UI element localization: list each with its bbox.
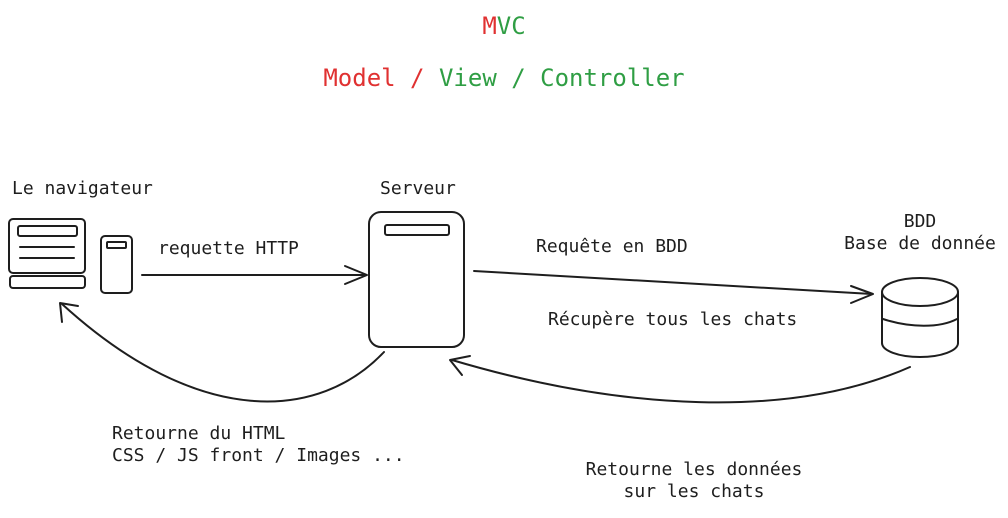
return-data-label-line2: sur les chats xyxy=(623,481,765,502)
subtitle-model: Model xyxy=(323,64,396,92)
subtitle-view: View xyxy=(438,64,497,92)
return-html-arrow xyxy=(59,302,385,403)
http-request-label: requette HTTP xyxy=(158,238,299,259)
mvc-title: MVC xyxy=(404,12,604,40)
server-label: Serveur xyxy=(380,178,456,199)
server-icon xyxy=(368,211,465,348)
return-html-label: Retourne du HTML CSS / JS front / Images… xyxy=(112,423,405,467)
subtitle-sep-2: / xyxy=(496,64,541,92)
return-data-label-line1: Retourne les données xyxy=(585,459,803,480)
return-html-label-line2: CSS / JS front / Images ... xyxy=(112,445,405,466)
db-query-arrow xyxy=(473,270,874,304)
database-label: BDD Base de donnée xyxy=(820,211,1008,255)
return-data-label: Retourne les données sur les chats xyxy=(574,459,814,503)
db-query-label: Requête en BDD xyxy=(536,236,688,257)
http-request-arrow xyxy=(141,265,368,285)
database-icon xyxy=(881,277,959,358)
subtitle-controller: Controller xyxy=(540,64,685,92)
database-label-line2: Base de donnée xyxy=(844,233,996,254)
mvc-title-m: M xyxy=(482,12,497,40)
subtitle-sep-1: / xyxy=(395,64,439,92)
return-data-arrow xyxy=(449,355,911,404)
computer-monitor-icon xyxy=(8,218,86,289)
browser-label: Le navigateur xyxy=(12,178,153,199)
fetch-cats-label: Récupère tous les chats xyxy=(548,309,798,330)
database-label-line1: BDD xyxy=(903,211,937,232)
return-html-label-line1: Retourne du HTML xyxy=(112,423,286,444)
computer-tower-icon xyxy=(100,235,133,294)
mvc-title-vc: VC xyxy=(496,12,526,40)
mvc-subtitle: Model / View / Controller xyxy=(254,64,754,92)
